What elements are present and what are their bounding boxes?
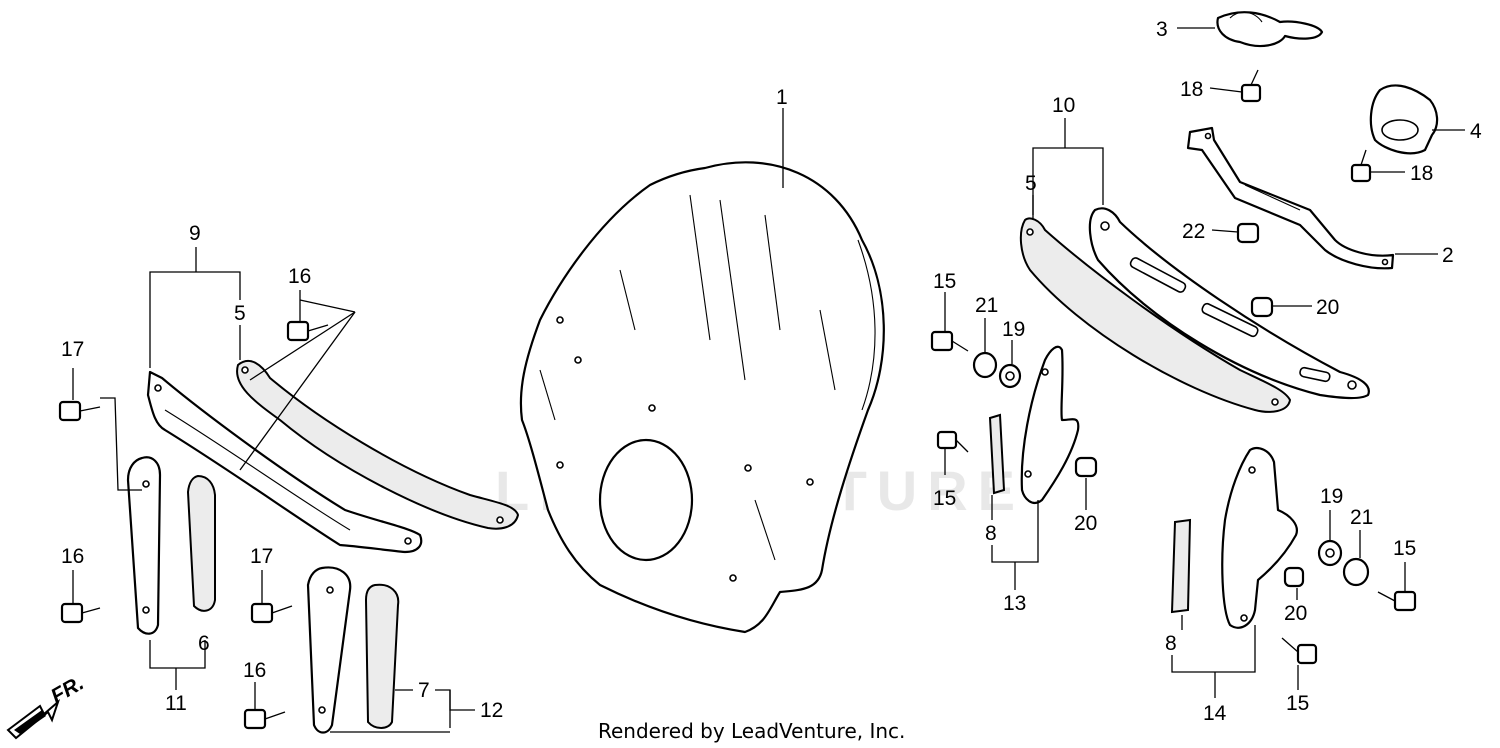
callout-20-upper: 20 xyxy=(1316,296,1339,319)
callout-19-b: 19 xyxy=(1320,485,1343,508)
callout-16-lower: 16 xyxy=(243,659,266,682)
callout-labels: 1 2 3 4 5 5 6 7 8 8 9 10 11 12 13 14 15 … xyxy=(61,18,1482,725)
bolt-15-d-part[interactable] xyxy=(1281,637,1318,665)
right-upper-bracket-part[interactable] xyxy=(1088,207,1370,400)
bolt-16-lower-part[interactable] xyxy=(243,708,286,730)
bolt-15-c-part[interactable] xyxy=(1377,590,1417,612)
nut-22-part[interactable] xyxy=(1236,222,1260,244)
callout-8-lower: 8 xyxy=(1165,632,1177,655)
bolt-15-b-part[interactable] xyxy=(936,430,969,453)
left-bottom-pad-part[interactable] xyxy=(364,583,400,729)
right-upper-pad-part[interactable] xyxy=(1019,217,1292,413)
callout-20-mid: 20 xyxy=(1074,512,1097,535)
callout-19-a: 19 xyxy=(1002,318,1025,341)
washer-19-a-part[interactable] xyxy=(998,363,1022,389)
callout-16-upper: 16 xyxy=(288,265,311,288)
render-credit: Rendered by LeadVenture, Inc. xyxy=(598,719,905,743)
callout-7: 7 xyxy=(418,679,430,702)
callout-17-upper: 17 xyxy=(61,338,84,361)
bolt-17-upper-part[interactable] xyxy=(58,400,101,422)
bolt-17-lower-part[interactable] xyxy=(250,602,293,624)
callout-21-b: 21 xyxy=(1350,506,1373,529)
callout-5-left: 5 xyxy=(234,302,246,325)
callout-22: 22 xyxy=(1182,220,1205,243)
callout-1: 1 xyxy=(776,86,788,109)
bolt-18-upper-part[interactable] xyxy=(1240,69,1262,103)
nut-20-lower-part[interactable] xyxy=(1283,566,1305,588)
callout-18-upper: 18 xyxy=(1180,78,1203,101)
right-lower-bracket-part[interactable] xyxy=(1221,446,1298,629)
washer-21-b-part[interactable] xyxy=(1342,557,1370,587)
clip-3-part[interactable] xyxy=(1216,11,1324,48)
callout-4: 4 xyxy=(1470,120,1482,143)
leader-lines xyxy=(72,27,1465,733)
callout-16-mid: 16 xyxy=(61,545,84,568)
callout-20-lower: 20 xyxy=(1284,602,1307,625)
left-upper-pad-part[interactable] xyxy=(236,359,520,530)
callout-8-mid: 8 xyxy=(985,522,997,545)
left-upper-bracket-part[interactable] xyxy=(146,370,423,554)
callout-3: 3 xyxy=(1156,18,1168,41)
callout-18-lower: 18 xyxy=(1410,162,1433,185)
washer-19-b-part[interactable] xyxy=(1317,539,1343,567)
callout-5-right: 5 xyxy=(1025,172,1037,195)
callout-15-d: 15 xyxy=(1286,692,1309,715)
nut-20-upper-part[interactable] xyxy=(1250,296,1274,318)
clip-4-part[interactable] xyxy=(1369,84,1439,155)
callout-12: 12 xyxy=(480,699,503,722)
bolt-15-a-part[interactable] xyxy=(930,330,969,352)
bolt-16-upper-part[interactable] xyxy=(286,320,329,342)
callout-15-a: 15 xyxy=(933,270,956,293)
washer-21-a-part[interactable] xyxy=(972,351,998,379)
left-bottom-bracket-part[interactable] xyxy=(306,566,352,734)
left-lower-bracket-part[interactable] xyxy=(126,456,162,635)
callout-9: 9 xyxy=(189,222,201,245)
callout-2: 2 xyxy=(1442,244,1454,267)
callout-15-b: 15 xyxy=(933,487,956,510)
callout-15-c: 15 xyxy=(1393,537,1416,560)
left-lower-pad-part[interactable] xyxy=(186,474,216,612)
bolt-16-mid-part[interactable] xyxy=(60,602,101,624)
windscreen-part[interactable] xyxy=(519,161,885,634)
stay-2-part[interactable] xyxy=(1186,126,1395,270)
right-mid-pad-part[interactable] xyxy=(988,413,1006,495)
front-direction-label: FR. xyxy=(47,671,88,708)
nut-20-mid-part[interactable] xyxy=(1074,456,1098,478)
callout-6: 6 xyxy=(198,632,210,655)
callout-17-lower: 17 xyxy=(250,545,273,568)
right-lower-pad-part[interactable] xyxy=(1170,518,1192,614)
front-direction-arrow-icon xyxy=(6,698,61,740)
callout-10: 10 xyxy=(1052,94,1075,117)
callout-13: 13 xyxy=(1003,592,1026,615)
callout-11: 11 xyxy=(165,692,187,715)
callout-14: 14 xyxy=(1203,702,1227,725)
callout-21-a: 21 xyxy=(975,294,998,317)
right-mid-bracket-part[interactable] xyxy=(1020,345,1080,505)
bolt-18-lower-part[interactable] xyxy=(1350,149,1372,183)
